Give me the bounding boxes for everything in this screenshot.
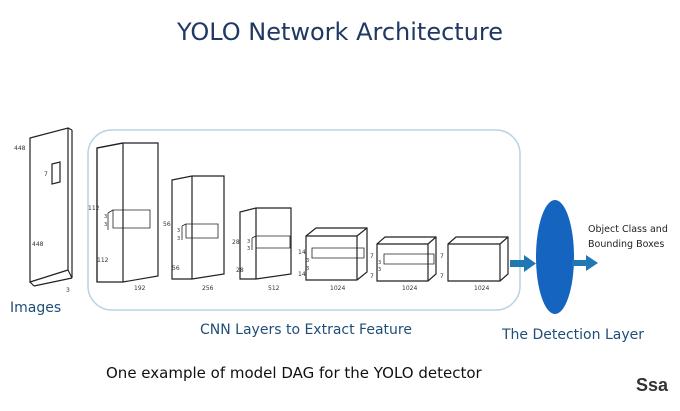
- layer-3-k2: 3: [247, 246, 250, 252]
- layer-1-k2: 3: [104, 222, 107, 228]
- cnn-layer-1-cube: [96, 142, 159, 283]
- arrow-to-detection: [510, 255, 536, 272]
- layer-5-depth: 1024: [402, 285, 417, 292]
- input-image-slab: [29, 127, 73, 287]
- layer-2-dim-h2: 56: [172, 265, 180, 272]
- layer-6-depth: 1024: [474, 285, 489, 292]
- cnn-layer-6-cube: [447, 236, 509, 282]
- layer-4-dim-h: 14: [298, 249, 306, 256]
- input-dim-depth: 3: [66, 287, 70, 294]
- cnn-layers-frame: [87, 129, 521, 311]
- layer-6-dim-h: 7: [440, 253, 444, 260]
- layer-4-k2: 3: [306, 266, 309, 272]
- input-dim-side: 448: [32, 241, 44, 248]
- layer-5-k2: 3: [378, 267, 381, 273]
- cnn-layer-2-cube: [171, 175, 225, 280]
- cnn-layer-3-cube: [239, 207, 292, 280]
- layer-2-k1: 3: [177, 228, 180, 234]
- input-kernel: 7: [44, 171, 48, 178]
- layer-1-dim-h: 112: [88, 205, 100, 212]
- cnn-layer-4-cube: [305, 227, 368, 281]
- layer-4-k1: 3: [306, 258, 309, 264]
- layer-1-dim-h2: 112: [97, 257, 109, 264]
- layer-1-depth: 192: [134, 285, 146, 292]
- layer-3-dim-h2: 28: [236, 267, 244, 274]
- slide-title: YOLO Network Architecture: [176, 18, 504, 46]
- layer-6-dim-h2: 7: [440, 273, 444, 280]
- detection-layer-label: The Detection Layer: [502, 327, 644, 343]
- layer-2-dim-h: 56: [163, 221, 171, 228]
- layer-5-k1: 3: [378, 260, 381, 266]
- layer-5-dim-h2: 7: [370, 273, 374, 280]
- output-label: Object Class and Bounding Boxes: [588, 222, 668, 252]
- layer-4-dim-h2: 14: [298, 271, 306, 278]
- input-dim-top: 448: [14, 145, 26, 152]
- layer-2-depth: 256: [202, 285, 214, 292]
- arrow-to-output: [572, 255, 598, 271]
- layer-5-dim-h: 7: [370, 253, 374, 260]
- layer-3-depth: 512: [268, 285, 280, 292]
- cnn-layers-label: CNN Layers to Extract Feature: [200, 322, 412, 338]
- cnn-layer-5-cube: [376, 236, 437, 282]
- layer-3-dim-h: 28: [232, 239, 240, 246]
- sas-logo: Ssa: [636, 375, 669, 395]
- detection-layer-ellipse: [536, 200, 574, 314]
- output-label-line-2: Bounding Boxes: [588, 239, 665, 250]
- layer-2-k2: 3: [177, 236, 180, 242]
- layer-4-depth: 1024: [330, 285, 345, 292]
- layer-1-k1: 3: [104, 214, 107, 220]
- images-label: Images: [10, 300, 62, 316]
- layer-3-k1: 3: [247, 239, 250, 245]
- slide-caption: One example of model DAG for the YOLO de…: [106, 364, 482, 382]
- output-label-line-1: Object Class and: [588, 224, 668, 235]
